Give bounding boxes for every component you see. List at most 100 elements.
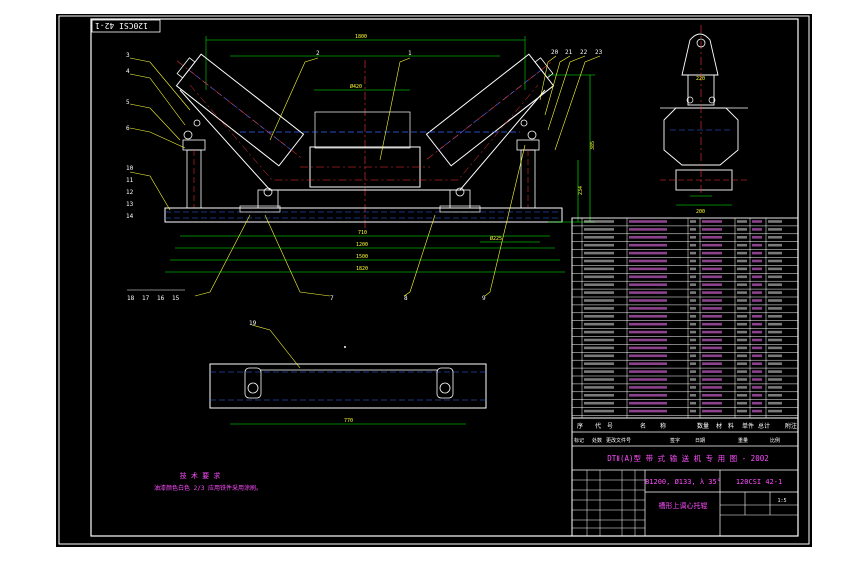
scale-value: 1:5 [777,498,786,504]
svg-text:770: 770 [344,418,353,424]
table-cell-text [629,307,667,310]
table-cell-text [690,386,696,389]
table-cell-text [737,283,747,286]
table-cell-text [752,267,762,271]
table-cell-text [768,236,782,239]
table-cell-text [690,299,696,302]
table-cell-text [629,236,667,239]
table-cell-text [737,291,747,294]
table-cell-text [737,338,747,342]
table-cell-text [737,220,747,223]
table-cell-text [584,409,614,413]
table-cell-text [629,346,667,350]
revision-header-cell: 签字 [670,437,680,444]
tech-notes-text: 油漆颜色白色 2/3 应用铁件采用涂刷。 [154,484,262,492]
part-label-9: 9 [482,295,486,302]
outer-frame [58,15,810,545]
table-cell-text [702,322,722,326]
table-cell-text [690,354,696,358]
table-cell-text [690,236,696,239]
table-cell-text [584,322,614,326]
part-label-7: 7 [330,295,334,302]
table-cell-text [690,322,696,326]
table-cell-text [690,394,696,397]
part-label-4: 4 [126,68,130,75]
table-cell-text [702,370,722,373]
table-cell-text [737,259,747,263]
part-label-2: 2 [316,50,320,57]
table-cell-text [737,236,747,239]
table-cell-text [702,330,722,334]
table-cell-text [690,283,696,286]
table-cell-text [737,307,747,310]
table-cell-text [584,291,614,294]
table-cell-text [768,362,782,365]
revision-header-cell: 处数 [592,437,602,444]
table-cell-text [584,283,614,286]
table-cell-text [629,228,667,231]
table-header-cell: 序 [577,422,583,430]
table-cell-text [629,315,667,318]
revision-header-cell: 标记 [574,437,584,444]
table-cell-text [690,243,696,247]
table-cell-text [629,251,667,255]
table-cell-text [702,236,722,239]
part-label-1: 1 [408,50,412,57]
table-cell-text [690,291,696,294]
table-cell-text [584,315,614,318]
table-cell-text [690,346,696,350]
table-cell-text [584,307,614,310]
table-cell-text [584,251,614,255]
table-cell-text [629,394,667,397]
part-label-18: 18 [127,295,135,302]
drawing-canvas [56,14,812,547]
table-cell-text [690,259,696,263]
table-cell-text [702,401,722,405]
front-view: 1800 Ø420 [126,34,603,302]
table-cell-text [584,236,614,239]
table-cell-text [768,267,782,271]
table-cell-text [768,378,782,381]
table-header-cell: 数量 [697,422,709,430]
parts-list-table [571,217,799,419]
table-cell-text [702,338,722,342]
table-cell-text [702,220,722,223]
table-cell-text [752,362,762,365]
table-cell-text [752,228,762,231]
table-cell-text [752,259,762,263]
table-cell-text [768,386,782,389]
table-cell-text [629,259,667,263]
part-label-12: 12 [126,189,134,196]
table-cell-text [752,236,762,239]
part-label-23: 23 [595,49,603,56]
table-cell-text [752,346,762,350]
table-cell-text [752,322,762,326]
table-cell-text [737,322,747,326]
table-cell-text [690,370,696,373]
table-cell-text [584,299,614,302]
table-cell-text [752,338,762,342]
part-name: 槽形上调心托辊 [659,501,708,510]
table-cell-text [768,401,782,405]
table-cell-text [768,283,782,286]
table-cell-text [702,409,722,413]
table-cell-text [702,251,722,255]
part-label-13: 13 [126,201,134,208]
table-cell-text [768,259,782,263]
table-cell-text [690,401,696,405]
table-cell-text [737,370,747,373]
svg-text:1200: 1200 [356,242,368,248]
table-cell-text [752,307,762,310]
table-cell-text [702,283,722,286]
table-cell-text [752,386,762,389]
table-cell-text [737,409,747,413]
table-cell-text [752,370,762,373]
table-cell-text [737,354,747,358]
table-cell-text [690,275,696,279]
table-cell-text [690,267,696,271]
table-cell-text [702,394,722,397]
table-cell-text [737,401,747,405]
table-cell-text [702,386,722,389]
table-cell-text [584,362,614,365]
